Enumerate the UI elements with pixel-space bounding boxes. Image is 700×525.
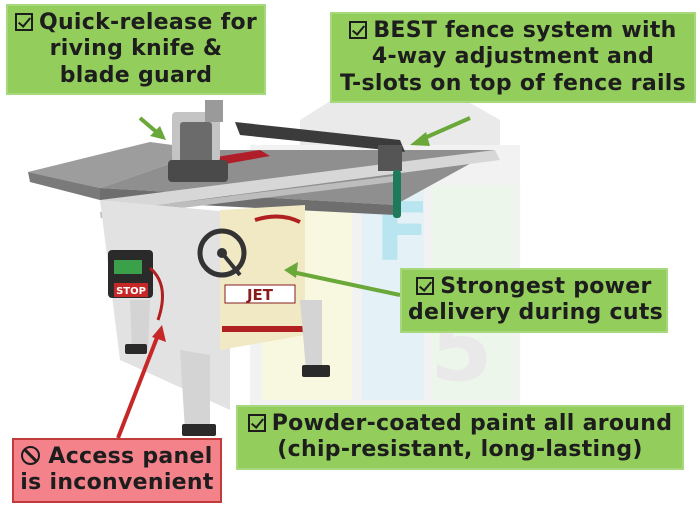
callout-fence-system-line-3: T-slots on top of fence rails [339,70,687,96]
blade-height-handwheel [197,228,247,278]
checkbox-icon [14,13,33,31]
prohibited-icon [21,446,41,465]
callout-fence-system: BEST fence system with 4-way adjustment … [330,12,696,104]
arrow-riving-knife [138,116,166,140]
fence-lock-handle [393,170,401,218]
rip-fence [235,122,405,152]
callout-access-panel-line-2: is inconvenient [20,470,214,496]
callout-fence-system-line-1: BEST fence system with [338,18,688,44]
callout-power-line-1: Strongest power [408,274,660,300]
callout-riving-knife-line-2: riving knife & [49,36,223,62]
callout-fence-system-line-2: 4-way adjustment and [371,44,655,70]
stop-label: STOP [116,286,146,297]
callout-riving-knife-line-1: Quick-release for [14,10,258,36]
callout-power-line-2: delivery during cuts [408,300,664,326]
callout-paint-line-2: (chip-resistant, long-lasting) [277,437,643,463]
callout-paint-line-1: Powder-coated paint all around [244,411,676,437]
callout-riving-knife: Quick-release for riving knife & blade g… [6,4,266,96]
arrow-access-panel [116,325,166,439]
brand-logo: JET [246,286,274,304]
checkbox-icon [247,414,266,432]
checkbox-icon [349,21,368,39]
callout-power: Strongest power delivery during cuts [400,268,668,333]
blade-guard [168,100,228,182]
left-extension-wing [28,142,210,188]
front-right-leg [180,350,210,430]
rear-leg [300,300,322,370]
callout-access-panel-line-1: Access panel [20,444,214,470]
front-left-leg [130,300,150,350]
arrow-power [284,262,401,297]
arrow-fence-system [410,116,471,146]
callout-paint: Powder-coated paint all around (chip-res… [236,405,684,470]
checkbox-icon [416,277,435,295]
callout-riving-knife-line-3: blade guard [59,62,213,88]
callout-access-panel: Access panel is inconvenient [12,438,222,503]
